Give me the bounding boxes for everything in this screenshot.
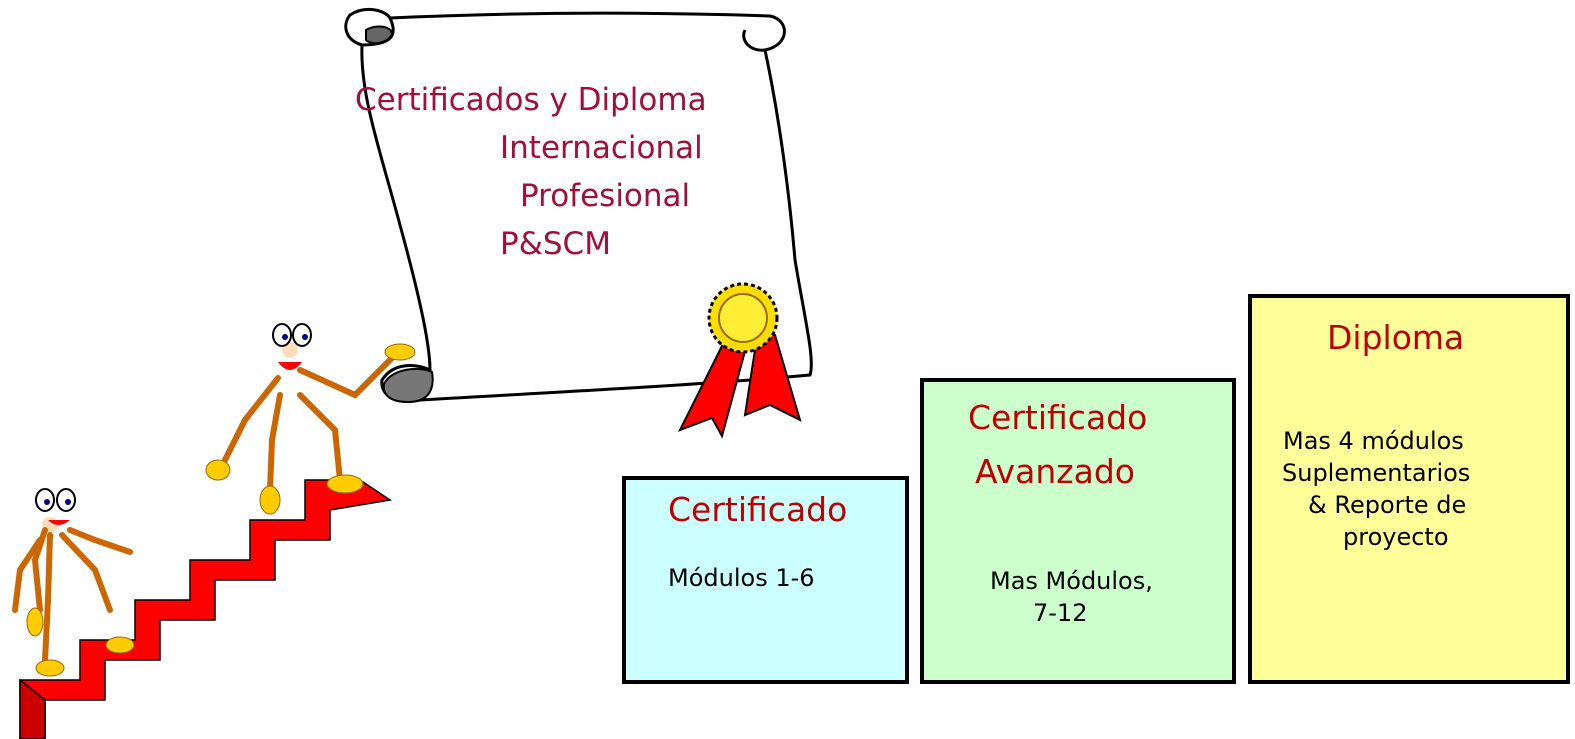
- certificado-avanzado-modules-line-1: Mas Módulos,: [990, 567, 1153, 595]
- scroll-icon: [344, 7, 813, 404]
- diploma-text-line-4: proyecto: [1343, 523, 1449, 551]
- ribbon-seal-icon: [677, 282, 802, 439]
- certificado-avanzado-modules-line-2: 7-12: [1033, 599, 1088, 627]
- staircase-icon: [19, 479, 392, 739]
- scroll-title-line-3: Profesional: [520, 178, 691, 214]
- certificado-avanzado-heading-line-2: Avanzado: [975, 452, 1135, 491]
- diploma-text-line-2: Suplementarios: [1282, 459, 1471, 487]
- stick-figure-icon: [12, 488, 135, 677]
- diploma-box: [1248, 294, 1570, 684]
- scroll-title-line-1: Certificados y Diploma: [355, 82, 707, 118]
- certificado-box: [622, 476, 909, 684]
- diploma-text-line-1: Mas 4 módulos: [1283, 427, 1464, 455]
- diploma-text-line-3: & Reporte de: [1308, 491, 1467, 519]
- scroll-title-line-4: P&SCM: [500, 226, 611, 262]
- certificado-heading: Certificado: [668, 490, 848, 529]
- scroll-title-line-2: Internacional: [500, 130, 703, 166]
- stick-figure-icon: [205, 323, 416, 515]
- certificado-avanzado-box: [920, 378, 1236, 684]
- diploma-heading: Diploma: [1327, 318, 1465, 357]
- certificado-avanzado-heading-line-1: Certificado: [968, 398, 1148, 437]
- certificado-modules: Módulos 1-6: [668, 564, 815, 592]
